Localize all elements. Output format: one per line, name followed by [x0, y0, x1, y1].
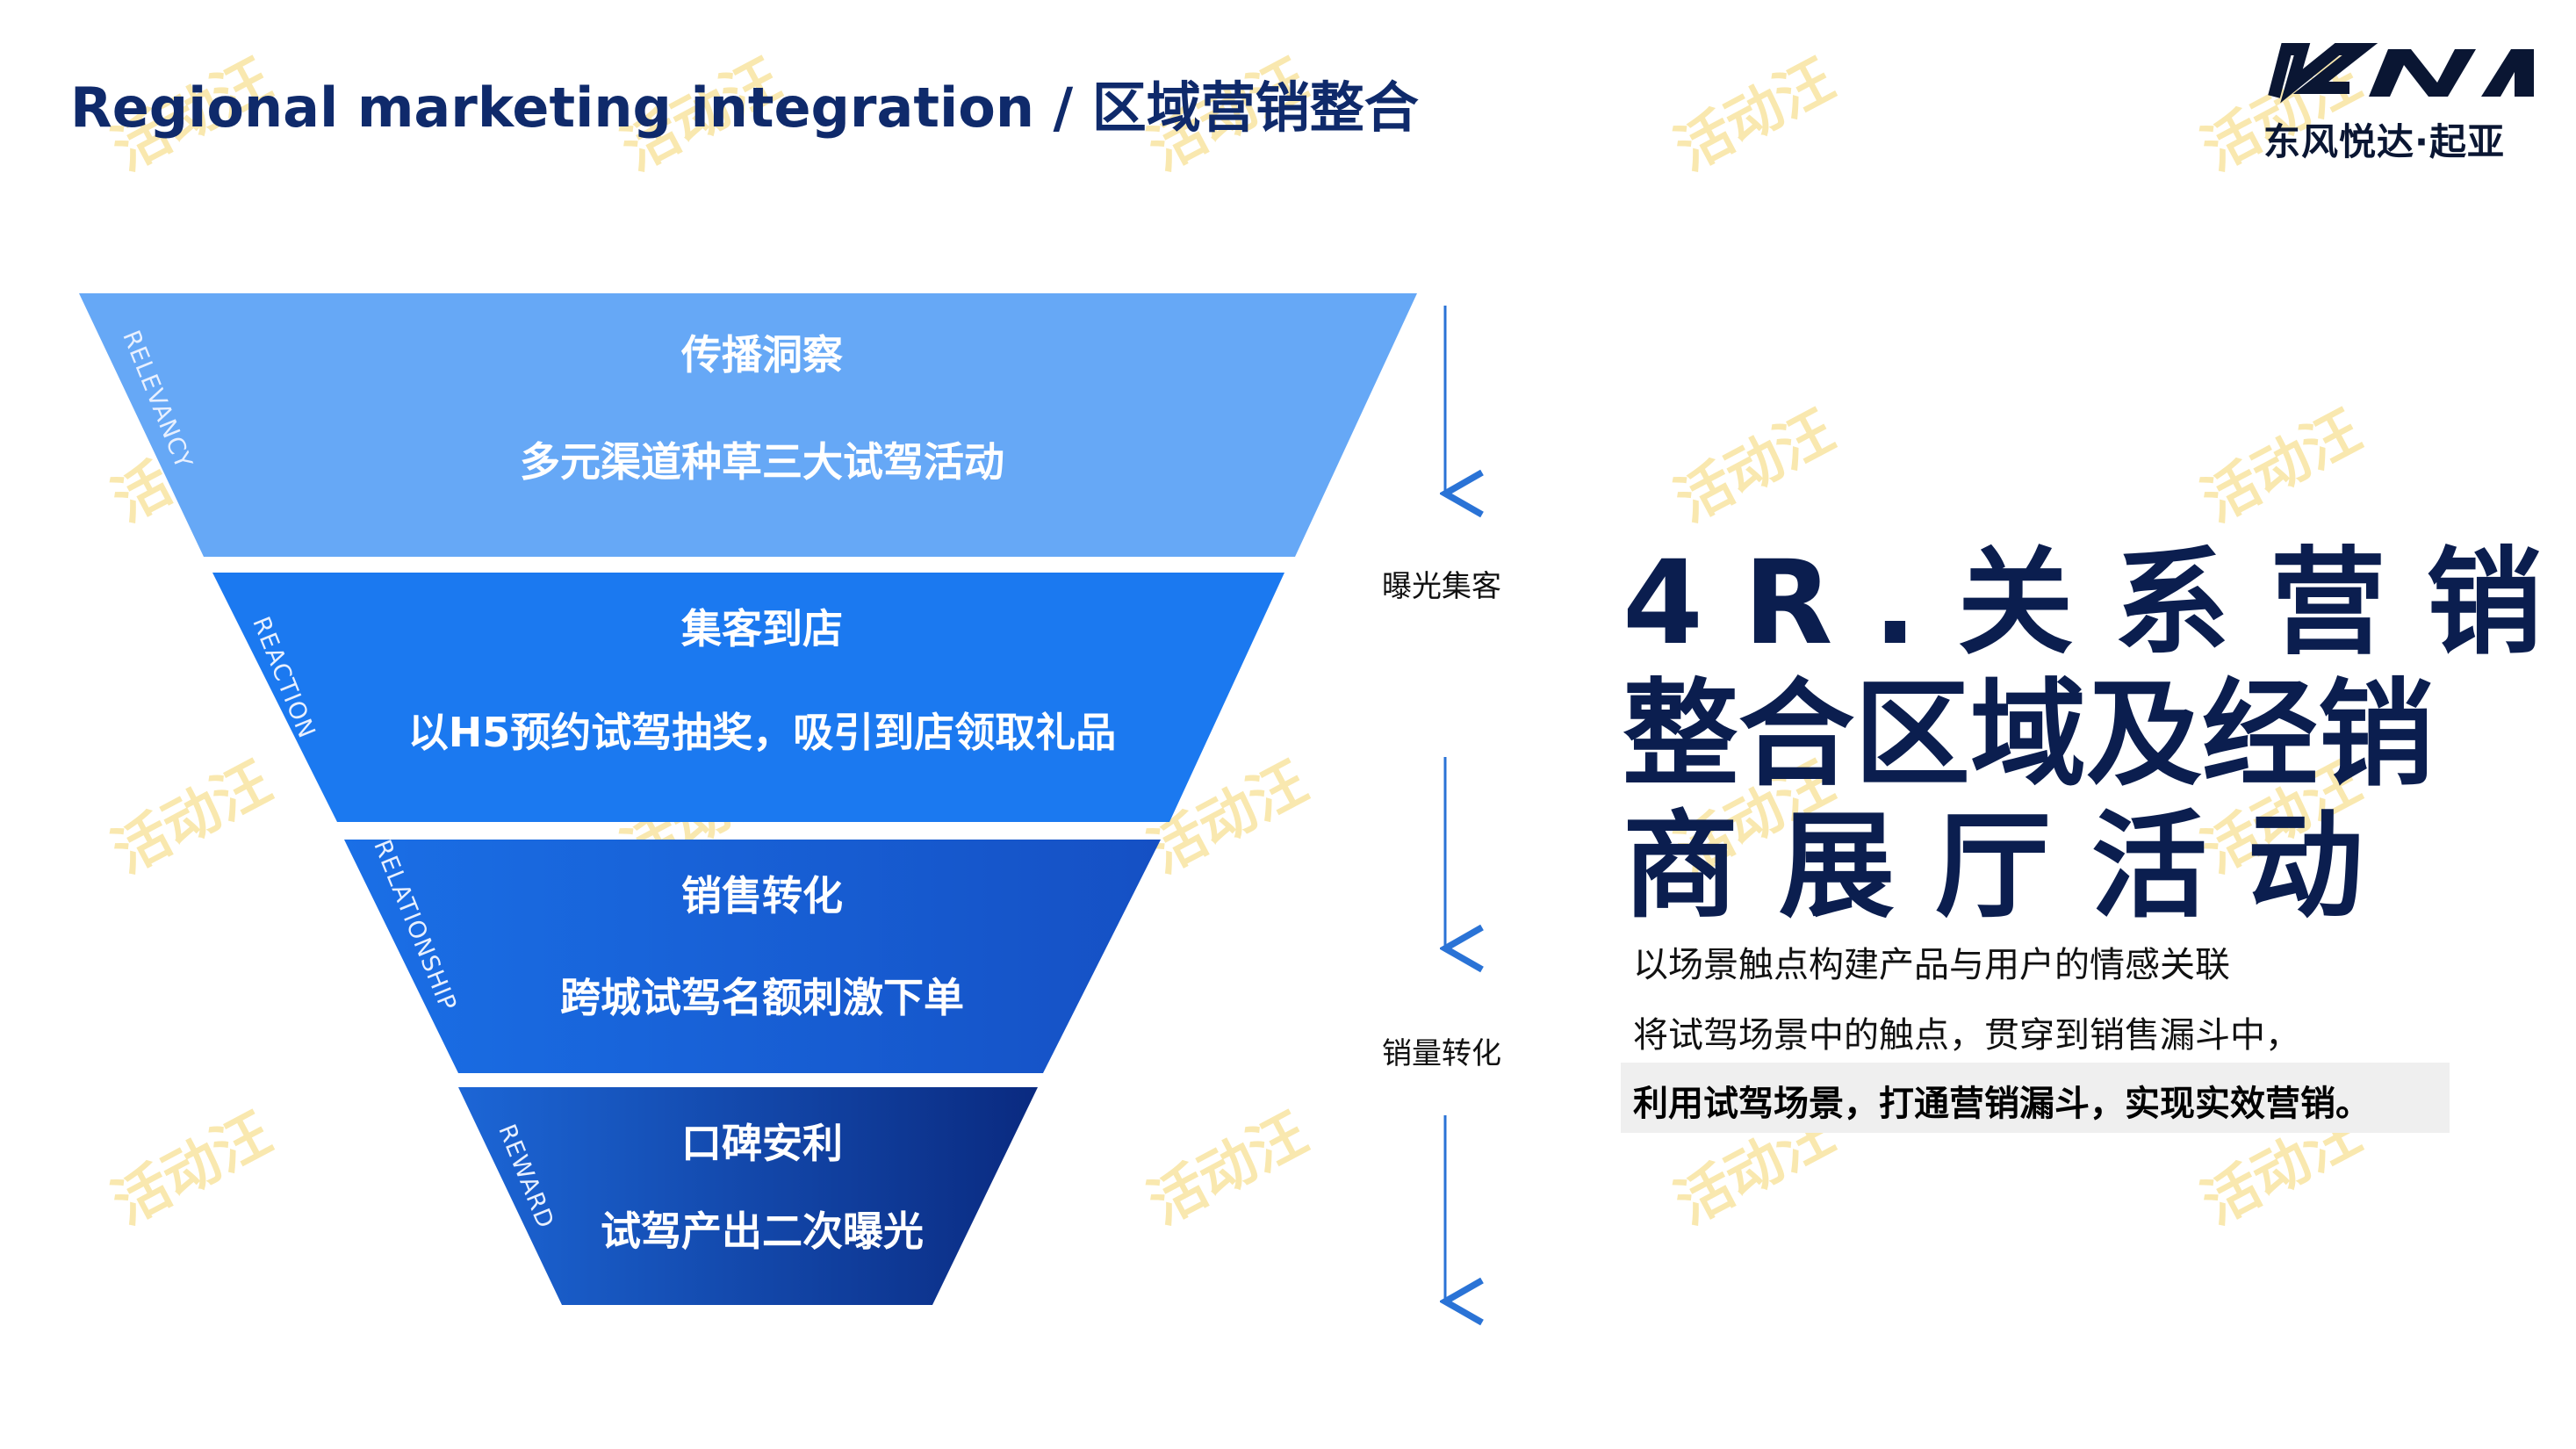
description-highlight: 利用试驾场景，打通营销漏斗，实现实效营销。	[1621, 1063, 2450, 1133]
headline-line-1: 4 R . 关 系 营 销	[1623, 536, 2543, 671]
description-line-1: 以场景触点构建产品与用户的情感关联	[1633, 945, 2230, 985]
stage-title: 传播洞察	[681, 331, 843, 378]
description-line-3: 利用试驾场景，打通营销漏斗，实现实效营销。	[1633, 1084, 2371, 1124]
stage-title: 口碑安利	[681, 1120, 843, 1167]
watermark: 活动汪	[1665, 47, 1845, 184]
stage-subtitle: 多元渠道种草三大试驾活动	[520, 438, 1004, 486]
brand-subtitle: 东风悦达·起亚	[2263, 120, 2505, 163]
funnel-stage-3	[344, 840, 1161, 1073]
stage-subtitle: 跨城试驾名额刺激下单	[560, 974, 964, 1021]
marketing-funnel	[79, 293, 1493, 1361]
stage-title: 集客到店	[681, 605, 843, 652]
description-line-2: 将试驾场景中的触点，贯穿到销售漏斗中，	[1633, 1015, 2300, 1056]
stage-subtitle: 试驾产出二次曝光	[601, 1208, 924, 1255]
slide-title: Regional marketing integration / 区域营销整合	[70, 76, 1419, 140]
headline-line-3: 商 展 厅 活 动	[1623, 799, 2364, 934]
funnel-stage-4	[458, 1087, 1038, 1305]
funnel-stage-1	[79, 293, 1417, 557]
side-label-exposure: 曝光集客	[1382, 569, 1501, 604]
side-label-conversion: 销量转化	[1382, 1036, 1501, 1071]
stage-subtitle: 以H5预约试驾抽奖，吸引到店领取礼品	[407, 709, 1117, 756]
kia-logo	[2268, 43, 2534, 104]
funnel-stage-2	[212, 573, 1284, 822]
stage-title: 销售转化	[681, 872, 843, 919]
headline-line-2: 整合区域及经销	[1623, 667, 2434, 803]
